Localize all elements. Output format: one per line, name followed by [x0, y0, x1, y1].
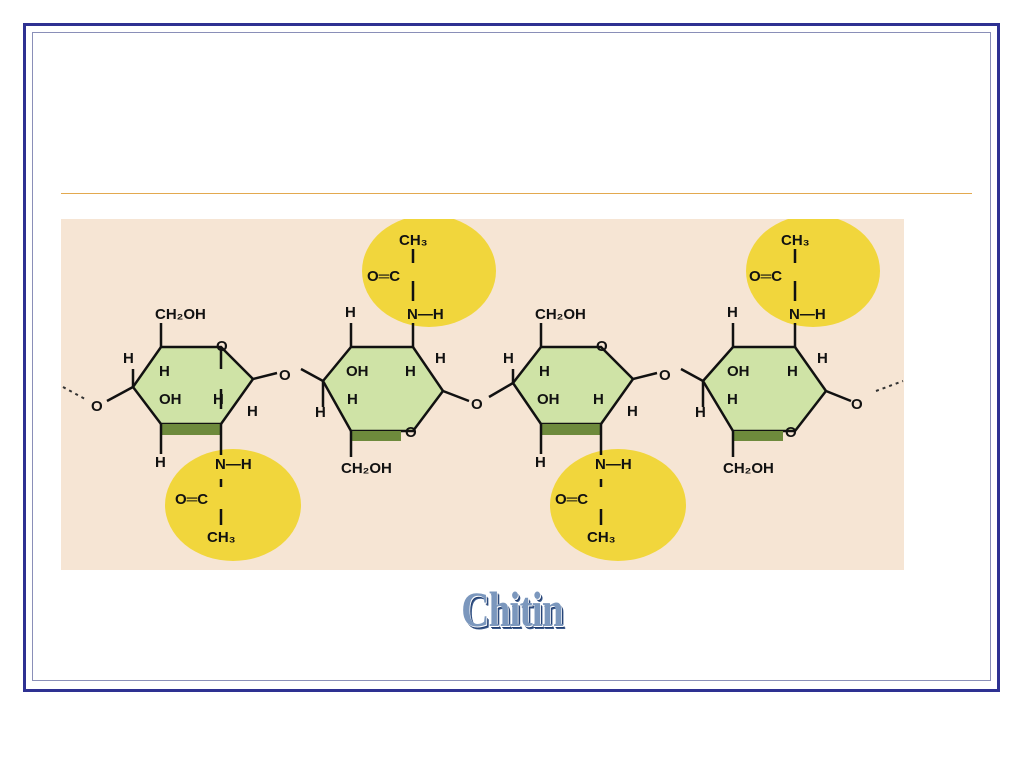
h-label: H [123, 350, 134, 367]
ch2oh-label-1: CH₂OH [155, 306, 206, 323]
h-label: H [315, 404, 326, 421]
h-label: H [247, 403, 258, 420]
oh-label: OH [537, 391, 560, 408]
h-label: H [627, 403, 638, 420]
h-label: H [727, 304, 738, 321]
h-label: H [593, 391, 604, 408]
ring-oxygen-3: O [596, 338, 608, 355]
carbonyl-label-1: O═C [175, 491, 208, 508]
oxygen-label: O [91, 398, 103, 415]
glycosidic-oxygen-2: O [471, 396, 483, 413]
ring-oxygen-4: O [785, 424, 797, 441]
ch3-label-4: CH₃ [781, 232, 810, 249]
oh-label: OH [346, 363, 369, 380]
ch2oh-label-2: CH₂OH [341, 460, 392, 477]
slide-frame-inner [32, 32, 991, 681]
oh-label: OH [159, 391, 182, 408]
glycosidic-bonds [106, 367, 852, 403]
ch3-label-2: CH₃ [399, 232, 428, 249]
ch2oh-label-3: CH₂OH [535, 306, 586, 323]
nh-label-2: N—H [407, 306, 444, 323]
substituent-bonds [131, 249, 797, 525]
acetyl-highlight-1 [165, 449, 301, 561]
ch2oh-label-4: CH₂OH [723, 460, 774, 477]
glycosidic-oxygen-1: O [279, 367, 291, 384]
nh-label-1: N—H [215, 456, 252, 473]
h-label: H [347, 391, 358, 408]
title-rule [61, 193, 972, 194]
oh-label: OH [727, 363, 750, 380]
acetyl-highlight-2 [362, 219, 496, 327]
h-label: H [503, 350, 514, 367]
nh-label-3: N—H [595, 456, 632, 473]
h-label: H [345, 304, 356, 321]
ch3-label-3: CH₃ [587, 529, 616, 546]
carbonyl-label-2: O═C [367, 268, 400, 285]
h-label: H [405, 363, 416, 380]
acetyl-highlight-4 [746, 219, 880, 327]
chitin-structure-diagram: CH₂OH O H H OH H H O H N—H O═C CH₃ O H N… [61, 219, 904, 570]
h-label: H [539, 363, 550, 380]
terminal-oxygen: O [851, 396, 863, 413]
nh-label-4: N—H [789, 306, 826, 323]
carbonyl-label-3: O═C [555, 491, 588, 508]
h-label: H [787, 363, 798, 380]
carbonyl-label-4: O═C [749, 268, 782, 285]
slide-caption: Chitin [461, 581, 563, 637]
h-label: H [727, 391, 738, 408]
slide-frame-outer [23, 23, 1000, 692]
ch3-label-1: CH₃ [207, 529, 236, 546]
h-label: H [817, 350, 828, 367]
h-label: H [213, 391, 224, 408]
ring-oxygen-2: O [405, 424, 417, 441]
ring-oxygen-1: O [216, 338, 228, 355]
h-label: H [535, 454, 546, 471]
h-label: H [155, 454, 166, 471]
acetyl-highlight-3 [550, 449, 686, 561]
glycosidic-oxygen-3: O [659, 367, 671, 384]
h-label: H [435, 350, 446, 367]
chain-end-right [875, 380, 904, 392]
h-label: H [159, 363, 170, 380]
h-label: H [695, 404, 706, 421]
